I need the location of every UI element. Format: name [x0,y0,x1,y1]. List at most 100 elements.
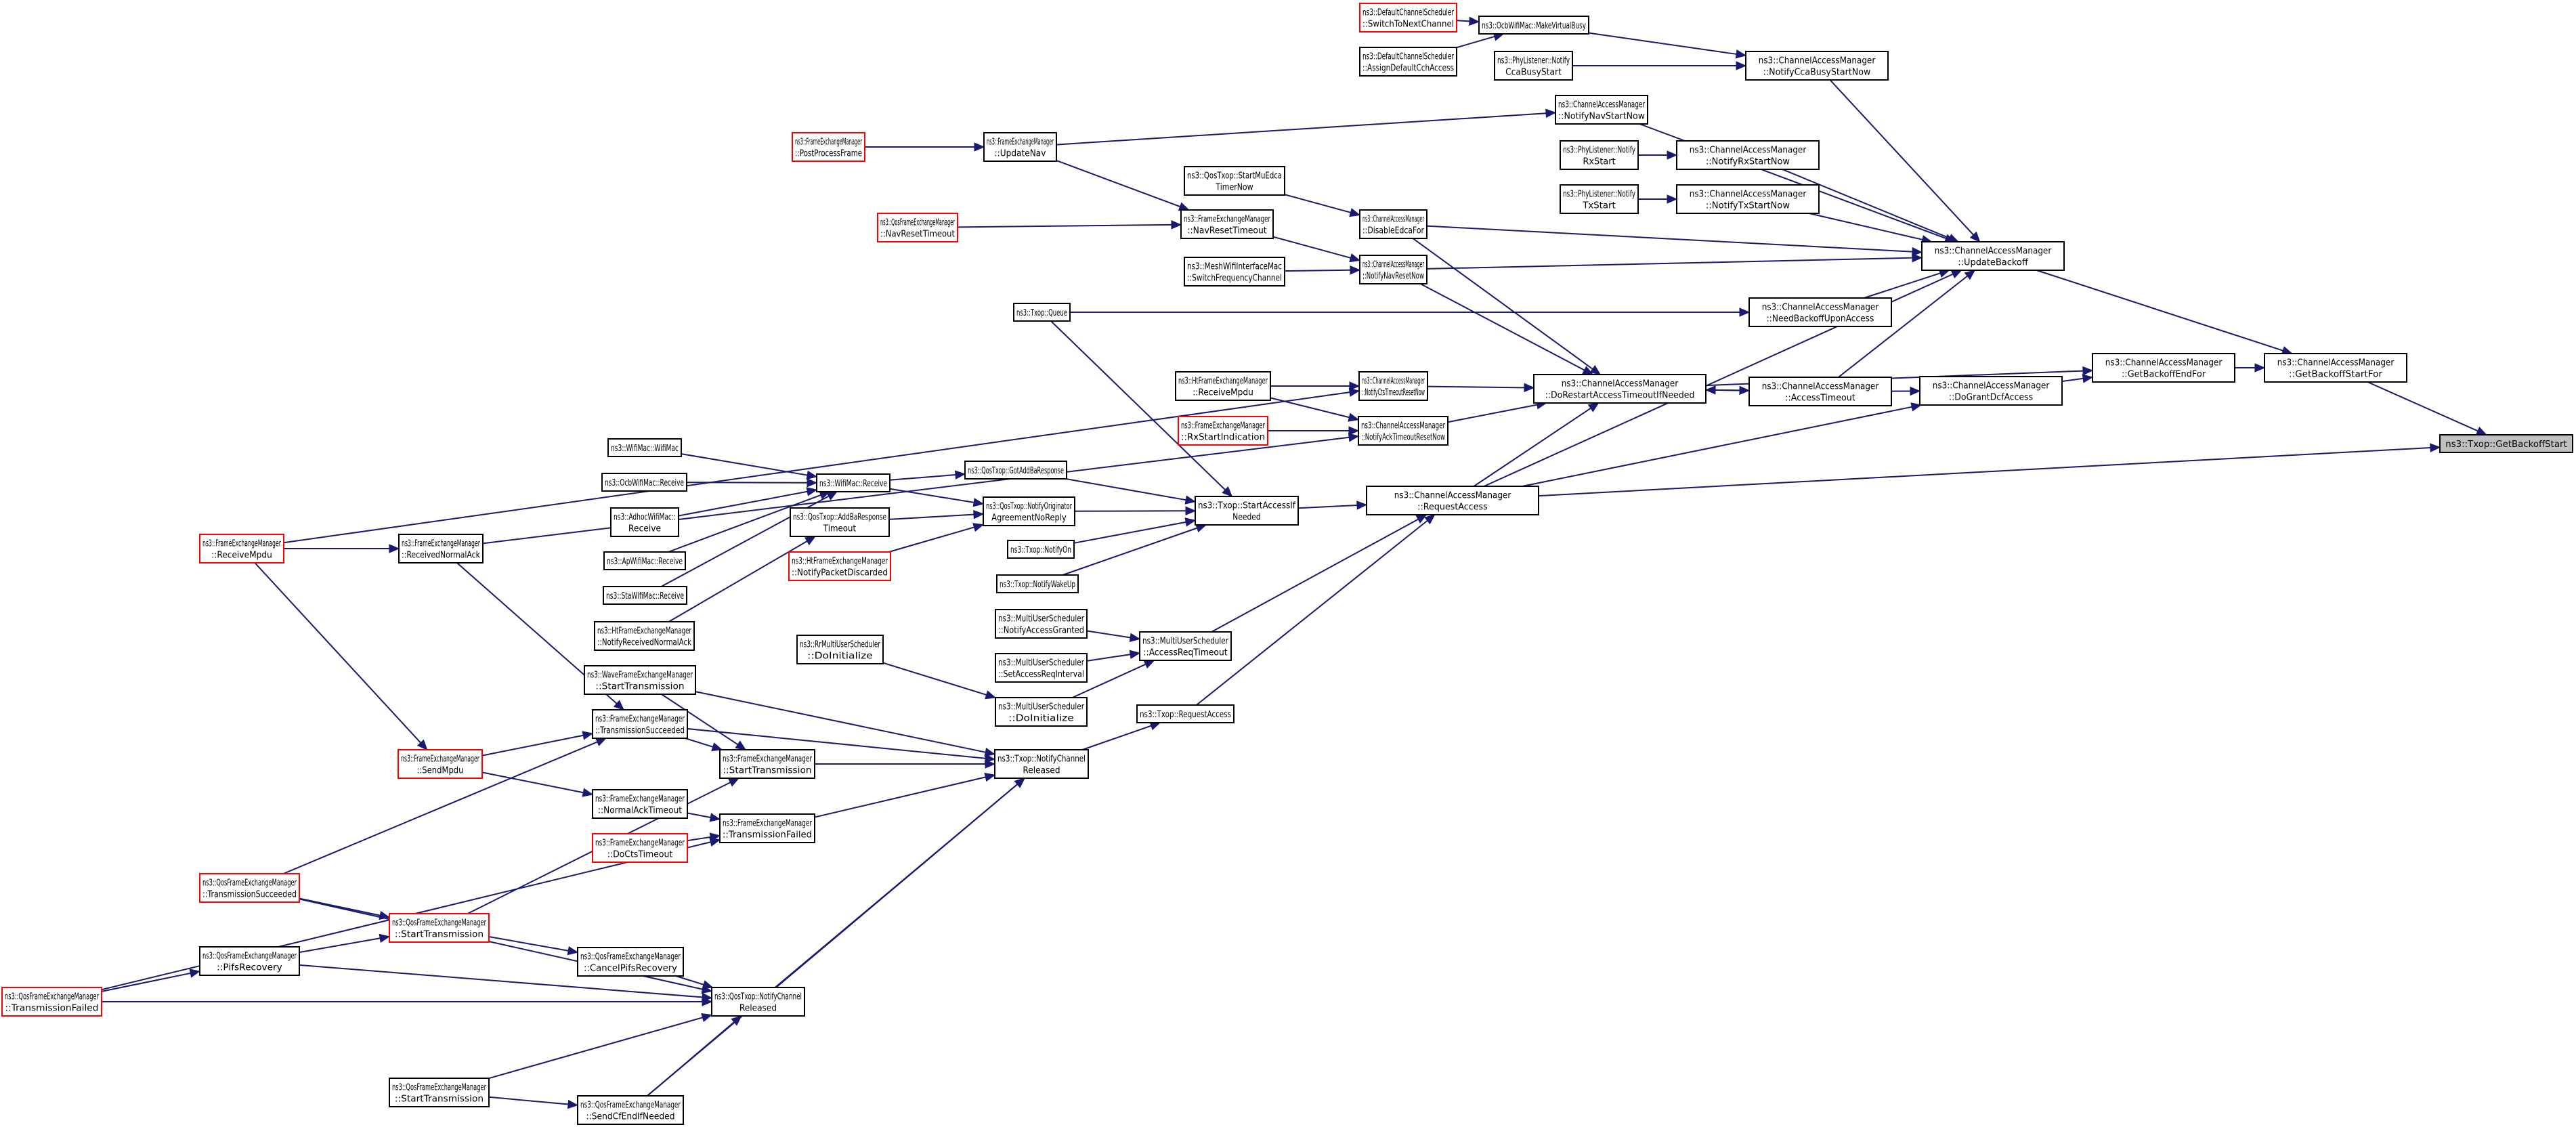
node-box[interactable] [1007,540,1075,559]
node-sta-receive[interactable]: ns3::StaWifiMac::Receive [603,586,687,605]
node-access-timeout[interactable]: ns3::ChannelAccessManager::AccessTimeout [1748,377,1892,406]
node-notify-cca-busy-start-now[interactable]: ns3::ChannelAccessManager::NotifyCcaBusy… [1745,51,1889,81]
node-notify-nav-reset-now[interactable]: ns3::ChannelAccessManager::NotifyNavRese… [1359,255,1427,284]
node-box[interactable] [792,132,865,162]
node-txop-notify-on[interactable]: ns3::Txop::NotifyOn [1007,540,1075,559]
node-box[interactable] [1358,371,1428,401]
node-qfem-start-transmission-red[interactable]: ns3::QosFrameExchangeManager::StartTrans… [389,913,490,943]
node-box[interactable] [995,609,1088,639]
node-box[interactable] [1139,631,1232,661]
node-txop-notify-wake-up[interactable]: ns3::Txop::NotifyWakeUp [996,574,1079,593]
node-notify-nav-start-now[interactable]: ns3::ChannelAccessManager::NotifyNavStar… [1555,95,1648,125]
node-box[interactable] [1358,416,1448,446]
node-txop-queue[interactable]: ns3::Txop::Queue [1013,303,1071,322]
node-box[interactable] [964,461,1067,480]
node-notify-originator-no-reply[interactable]: ns3::QosTxop::NotifyOriginatorAgreementN… [983,496,1075,526]
node-box[interactable] [1195,496,1299,526]
node-assign-default-cch[interactable]: ns3::DefaultChannelScheduler::AssignDefa… [1359,47,1457,77]
node-do-grant-dcf-access[interactable]: ns3::ChannelAccessManager::DoGrantDcfAcc… [1919,376,2063,406]
node-mu-set-access-req-interval[interactable]: ns3::MultiUserScheduler::SetAccessReqInt… [995,653,1088,683]
node-box[interactable] [1676,184,1820,214]
node-box[interactable] [996,574,1079,593]
node-htfem-receive-mpdu[interactable]: ns3::HtFrameExchangeManager::ReceiveMpdu [1175,371,1271,401]
node-box[interactable] [592,709,688,739]
node-box[interactable] [603,586,687,605]
node-ap-receive[interactable]: ns3::ApWifiMac::Receive [603,551,686,570]
node-fem-receive-mpdu[interactable]: ns3::FrameExchangeManager::ReceiveMpdu [199,534,284,564]
node-fem-post-process-frame[interactable]: ns3::FrameExchangeManager::PostProcessFr… [792,132,865,162]
node-do-restart[interactable]: ns3::ChannelAccessManager::DoRestartAcce… [1533,374,1706,404]
node-box[interactable] [1555,95,1648,125]
node-box[interactable] [711,987,805,1017]
node-box[interactable] [1921,241,2065,271]
node-box[interactable] [592,789,688,819]
node-wifi-mac-ctor[interactable]: ns3::WifiMac::WifiMac [607,438,682,457]
node-fem-received-normal-ack[interactable]: ns3::FrameExchangeManager::ReceivedNorma… [398,534,484,564]
node-rr-do-initialize[interactable]: ns3::RrMultiUserScheduler::DoInitialize [796,635,884,664]
node-box[interactable] [1560,184,1639,214]
node-box[interactable] [1,987,102,1017]
node-phy-rx-start[interactable]: ns3::PhyListener::NotifyRxStart [1560,140,1639,170]
node-notify-cts-timeout-reset-now[interactable]: ns3::ChannelAccessManager::NotifyCtsTime… [1358,371,1428,401]
node-got-add-ba-response[interactable]: ns3::QosTxop::GotAddBaResponse [964,461,1067,480]
node-box[interactable] [1359,209,1427,239]
node-box[interactable] [995,653,1088,683]
node-wifi-mac-receive[interactable]: ns3::WifiMac::Receive [816,473,890,492]
node-box[interactable] [1178,416,1268,446]
node-make-virtual-busy[interactable]: ns3::OcbWifiMac::MakeVirtualBusy [1478,16,1589,35]
node-phy-tx-start[interactable]: ns3::PhyListener::NotifyTxStart [1560,184,1639,214]
node-mu-do-initialize[interactable]: ns3::MultiUserScheduler::DoInitialize [995,697,1088,727]
node-box[interactable] [601,473,687,492]
node-box[interactable] [389,913,490,943]
node-phy-cca-busy[interactable]: ns3::PhyListener::NotifyCcaBusyStart [1494,51,1573,81]
node-need-backoff[interactable]: ns3::ChannelAccessManager::NeedBackoffUp… [1748,297,1892,327]
node-mesh-switch-freq[interactable]: ns3::MeshWifiInterfaceMac::SwitchFrequen… [1184,257,1285,286]
node-box[interactable] [1748,297,1892,327]
node-fem-normal-ack-timeout[interactable]: ns3::FrameExchangeManager::NormalAckTime… [592,789,688,819]
node-fem-do-cts-timeout[interactable]: ns3::FrameExchangeManager::DoCtsTimeout [592,833,688,863]
node-box[interactable] [995,697,1088,727]
node-qfem-transmission-failed[interactable]: ns3::QosFrameExchangeManager::Transmissi… [1,987,102,1017]
node-box[interactable] [719,813,815,843]
node-box[interactable] [1175,371,1271,401]
node-box[interactable] [877,213,958,242]
node-qfem-start-transmission[interactable]: ns3::QosFrameExchangeManager::StartTrans… [389,1078,490,1107]
node-box[interactable] [610,507,679,537]
node-box[interactable] [577,947,684,977]
node-fem-start-transmission[interactable]: ns3::FrameExchangeManager::StartTransmis… [719,749,815,779]
node-qfem-cancel-pifs-recovery[interactable]: ns3::QosFrameExchangeManager::CancelPifs… [577,947,684,977]
node-box[interactable] [1748,377,1892,406]
node-box[interactable] [1184,257,1285,286]
node-box[interactable] [398,749,483,779]
node-box[interactable] [796,635,884,664]
node-qfem-transmission-succeeded[interactable]: ns3::QosFrameExchangeManager::Transmissi… [199,873,300,903]
node-box[interactable] [994,749,1089,779]
node-box[interactable] [592,833,688,863]
node-box[interactable] [719,749,815,779]
node-disable-edca-for[interactable]: ns3::ChannelAccessManager::DisableEdcaFo… [1359,209,1427,239]
node-box[interactable] [199,946,300,976]
node-box[interactable] [398,534,484,564]
node-qfem-nav-reset-timeout[interactable]: ns3::QosFrameExchangeManager::NavResetTi… [877,213,958,242]
node-box[interactable] [1180,209,1274,239]
node-fem-transmission-succeeded[interactable]: ns3::FrameExchangeManager::TransmissionS… [592,709,688,739]
node-get-backoff-start-for[interactable]: ns3::ChannelAccessManager::GetBackoffSta… [2264,353,2407,383]
node-switch-to-next-channel[interactable]: ns3::DefaultChannelScheduler::SwitchToNe… [1359,3,1457,33]
node-box[interactable] [788,551,891,581]
node-box[interactable] [1676,140,1820,170]
node-qfem-pifs-recovery[interactable]: ns3::QosFrameExchangeManager::PifsRecove… [199,946,300,976]
node-box[interactable] [594,621,695,651]
node-wave-start-transmission[interactable]: ns3::WaveFrameExchangeManager::StartTran… [584,665,696,695]
node-box[interactable] [790,507,890,537]
node-box[interactable] [1533,374,1706,404]
node-update-backoff[interactable]: ns3::ChannelAccessManager::UpdateBackoff [1921,241,2065,271]
node-fem-rx-start-indication[interactable]: ns3::FrameExchangeManager::RxStartIndica… [1178,416,1268,446]
node-box[interactable] [1494,51,1573,81]
node-adhoc-receive[interactable]: ns3::AdhocWifiMac::Receive [610,507,679,537]
node-box[interactable] [2439,434,2573,453]
node-notify-ack-timeout-reset-now[interactable]: ns3::ChannelAccessManager::NotifyAckTime… [1358,416,1448,446]
